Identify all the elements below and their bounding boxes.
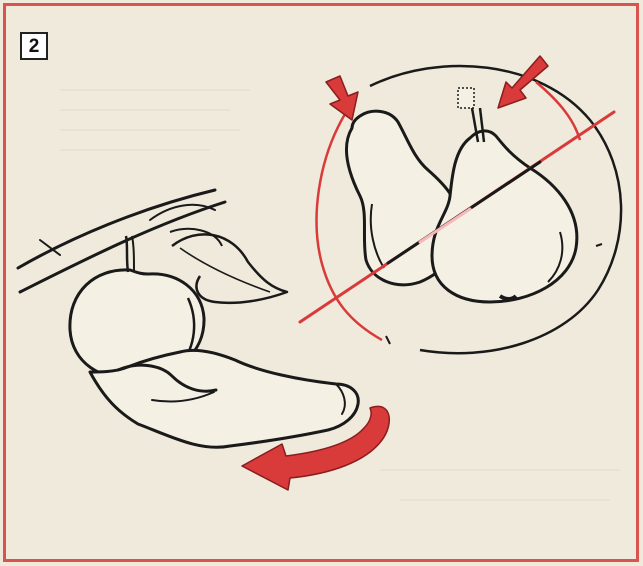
pointer-arrow-left-icon <box>326 76 358 120</box>
pear-right-illustration <box>432 131 577 302</box>
hand-illustration <box>90 350 358 447</box>
